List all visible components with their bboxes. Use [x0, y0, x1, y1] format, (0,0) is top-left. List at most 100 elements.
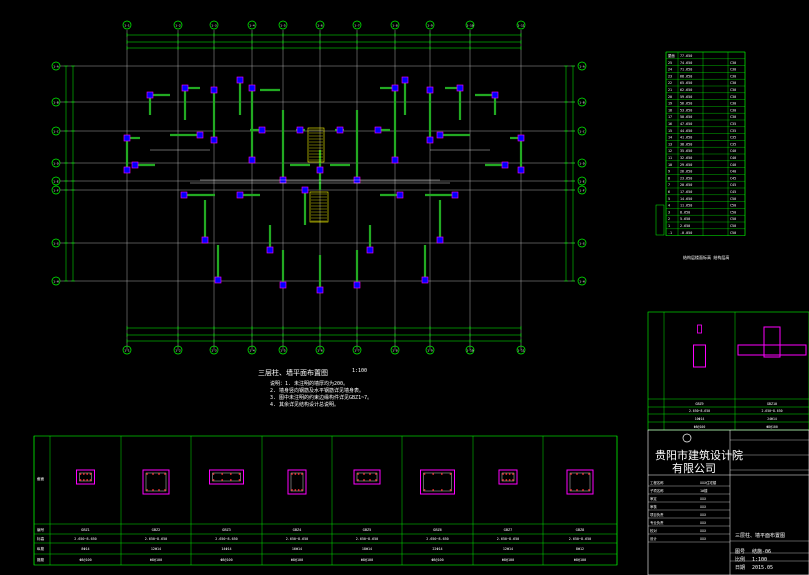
- rebar-dot: [82, 473, 85, 475]
- rebar-dot: [440, 473, 443, 475]
- story-elevation: 62.650: [680, 88, 692, 92]
- wall-column: [316, 286, 324, 294]
- rebar-dot: [301, 489, 303, 491]
- bottom-col-id: GBZ5: [363, 528, 372, 532]
- axis-bubble-right-1-D: [577, 158, 587, 168]
- axis-bubble-bottom-1-3: [209, 345, 219, 355]
- wall-column: [123, 166, 131, 174]
- bottom-col-id: GBZ1: [81, 528, 90, 532]
- axis-bubble-right-1-B: [577, 97, 587, 107]
- rebar-dot: [508, 479, 511, 481]
- axis-bubble-left-1-H-label: 1-H: [53, 279, 59, 283]
- story-level: 8: [668, 176, 670, 180]
- story-level: 6: [668, 190, 670, 194]
- story-elevation: 74.650: [680, 61, 692, 65]
- wall-column: [336, 126, 344, 134]
- bottom-table-frame: [33, 435, 618, 566]
- rebar-dot: [502, 473, 504, 475]
- wall-column: [180, 191, 188, 199]
- story-elevation: 71.650: [680, 68, 692, 72]
- story-elevation: 32.650: [680, 156, 692, 160]
- axis-bubble-top-1-3-label: 1-3: [211, 23, 217, 27]
- story-concrete: C40: [730, 156, 736, 160]
- rebar-dot: [89, 473, 92, 475]
- right-col-bar: 24Φ14: [767, 417, 777, 421]
- story-concrete: C35: [730, 129, 736, 133]
- rebar-dot: [423, 473, 426, 475]
- story-elevation: 20.650: [680, 183, 692, 187]
- right-col-id: GBZ10: [767, 402, 777, 406]
- story-elevation: 47.650: [680, 122, 692, 126]
- rebar-dot: [146, 473, 148, 475]
- bottom-col-id: GBZ3: [222, 528, 231, 532]
- axis-bubble-bottom-1-1: [122, 345, 132, 355]
- story-concrete: C45: [730, 190, 736, 194]
- title-field-value: XXX: [700, 497, 707, 501]
- rebar-dot: [357, 473, 359, 475]
- wall-column: [426, 86, 434, 94]
- axis-bubble-bottom-1-6: [315, 345, 325, 355]
- story-elevation: -0.050: [680, 231, 692, 235]
- axis-bubble-left-1-E: [51, 176, 61, 186]
- wall-column: [436, 236, 444, 244]
- rebar-dot: [432, 489, 435, 491]
- story-level: -1: [668, 231, 672, 235]
- story-level: 屋面: [668, 53, 675, 58]
- axis-bubble-bottom-1-9: [425, 345, 435, 355]
- wall-column: [236, 76, 244, 84]
- story-concrete: C30: [730, 81, 736, 85]
- story-level: 13: [668, 142, 672, 146]
- axis-bubble-top-1-4-label: 1-4: [249, 23, 255, 27]
- bottom-col-elev: 2.650~8.650: [569, 537, 591, 541]
- story-elevation: 38.650: [680, 142, 692, 146]
- bottom-col-elev: 2.650~8.650: [215, 537, 237, 541]
- section-stirrup: [423, 472, 452, 492]
- wall-column: [451, 191, 459, 199]
- axis-bubble-right-1-H-label: 1-H: [579, 279, 585, 283]
- wall-column: [201, 236, 209, 244]
- section-outline: [353, 469, 381, 485]
- rebar-dot: [152, 489, 154, 491]
- section-outline: [76, 469, 95, 485]
- rebar-dot: [301, 473, 303, 475]
- bottom-col-bar: 16Φ14: [292, 547, 302, 551]
- bottom-col-id: GBZ8: [576, 528, 585, 532]
- rebar-dot: [369, 473, 371, 475]
- story-elevation: 50.650: [680, 115, 692, 119]
- wall-column: [279, 281, 287, 289]
- note-line: 4. 其余详见结构设计总说明。: [270, 402, 340, 408]
- title-field-value: XXX: [700, 505, 707, 509]
- wall-column: [426, 136, 434, 144]
- rebar-dot: [294, 489, 297, 491]
- section-outline: [142, 469, 170, 495]
- axis-bubble-top-1-5: [278, 20, 288, 30]
- wall-column: [436, 131, 444, 139]
- rebar-dot: [86, 479, 89, 481]
- axis-bubble-top-1-11-label: 1-11: [517, 23, 524, 27]
- wall-column: [296, 126, 304, 134]
- rebar-dot: [221, 473, 224, 475]
- company-name: 贵阳市建筑设计院: [655, 449, 743, 462]
- story-concrete: C45: [730, 183, 736, 187]
- wall-column: [196, 131, 204, 139]
- section-outline: [287, 469, 307, 495]
- axis-bubble-top-1-1-label: 1-1: [124, 23, 130, 27]
- bottom-col-hoop: Φ8@100: [431, 558, 443, 562]
- rebar-dot: [158, 473, 160, 475]
- axis-bubble-left-1-B: [51, 97, 61, 107]
- right-table-frame: [647, 311, 809, 431]
- wall-column: [391, 156, 399, 164]
- rebar-dot: [89, 479, 92, 481]
- wall-column: [316, 166, 324, 174]
- rebar-dot: [423, 489, 426, 491]
- wall-column: [210, 86, 218, 94]
- bottom-row-header: 编号: [37, 527, 45, 532]
- bottom-row-header: 标高: [37, 536, 45, 541]
- title-field-label: 设计: [650, 536, 657, 541]
- axis-bubble-right-1-A-label: 1-A: [579, 64, 585, 68]
- rebar-dot: [582, 489, 584, 491]
- axis-bubble-bottom-1-7-label: 1-7: [354, 348, 360, 352]
- axis-bubble-bottom-1-11: [516, 345, 526, 355]
- story-concrete: C30: [730, 115, 736, 119]
